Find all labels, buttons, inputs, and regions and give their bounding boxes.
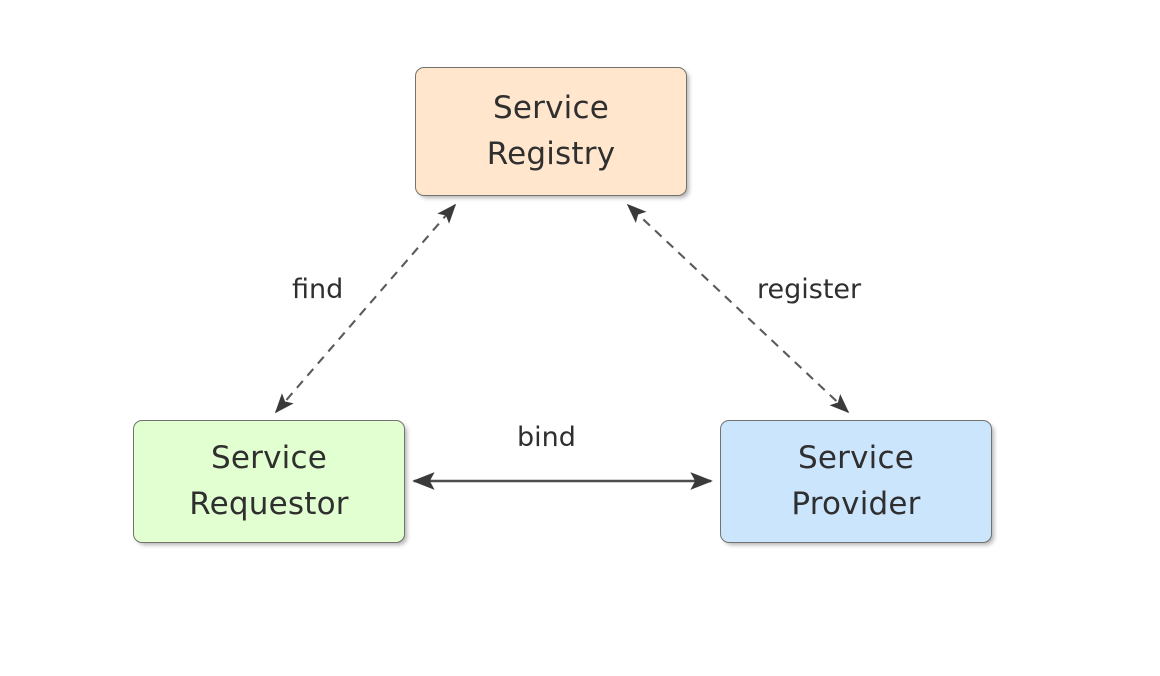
edge-register-line — [626, 203, 850, 414]
node-service-provider[interactable]: Service Provider — [720, 420, 992, 543]
node-service-requestor[interactable]: Service Requestor — [133, 420, 405, 543]
node-service-registry-label: Service Registry — [486, 89, 616, 172]
edge-label-find: find — [292, 274, 344, 305]
node-service-requestor-label: Service Requestor — [189, 439, 349, 522]
node-service-provider-label: Service Provider — [791, 439, 921, 522]
node-service-registry[interactable]: Service Registry — [415, 67, 687, 196]
edge-label-bind: bind — [517, 422, 576, 453]
edge-find-line — [274, 203, 457, 414]
edge-label-register: register — [757, 274, 862, 305]
